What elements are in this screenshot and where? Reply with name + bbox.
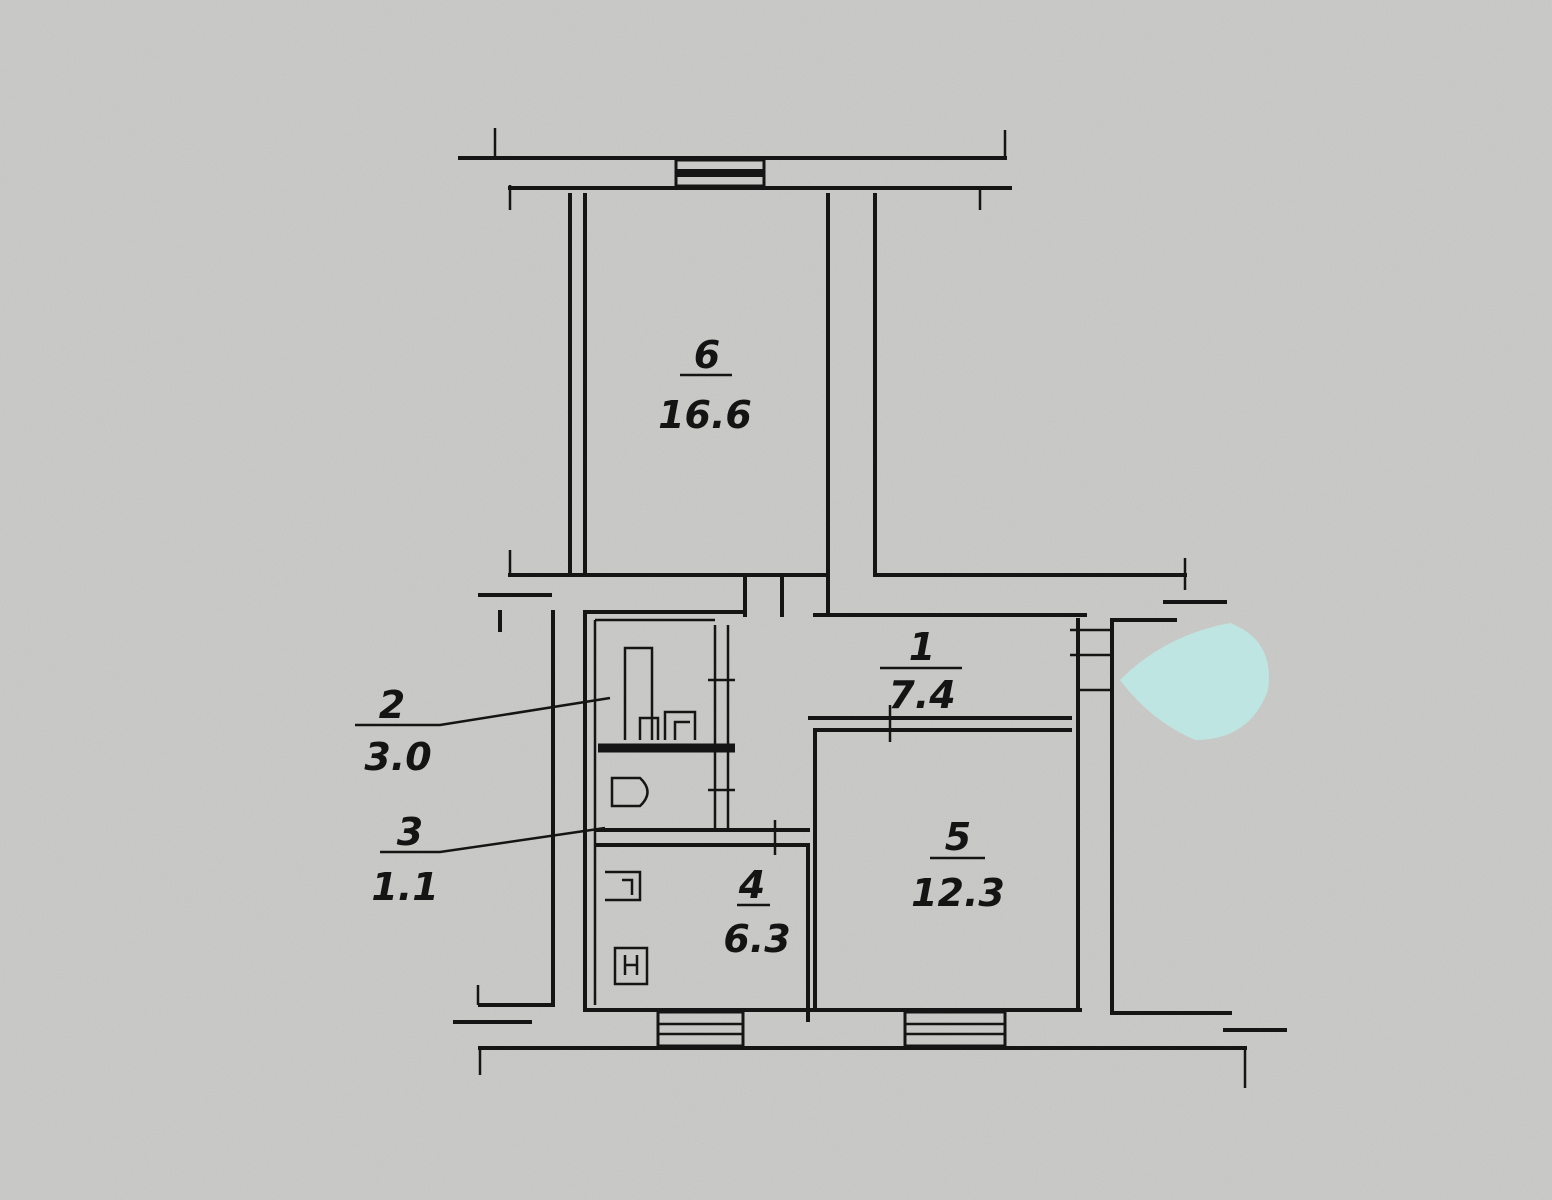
room-3-area: 1.1 <box>371 865 438 909</box>
room-1-number: 1 <box>909 625 935 669</box>
window-bottom-right <box>903 1010 1007 1048</box>
room-3-number: 3 <box>397 810 423 854</box>
room-6-area: 16.6 <box>658 393 752 437</box>
window-bottom-left <box>656 1010 745 1048</box>
leader-line-room-3 <box>380 826 606 854</box>
sink-icon <box>605 870 642 902</box>
room-1-area: 7.4 <box>888 673 955 717</box>
color-marker <box>1120 623 1269 740</box>
room-5-area: 12.3 <box>911 871 1005 915</box>
room-labels: 6 16.6 1 7.4 2 3.0 3 1.1 4 6.3 5 12.3 <box>364 333 1005 961</box>
room-6-number: 6 <box>694 333 720 377</box>
room-2-number: 2 <box>379 683 405 727</box>
room-4-number: 4 <box>738 863 765 907</box>
room-4-area: 6.3 <box>723 917 790 961</box>
room-2-area: 3.0 <box>364 735 431 779</box>
toilet-icon <box>610 776 649 808</box>
leader-line-room-2 <box>355 696 611 727</box>
room-5-number: 5 <box>945 815 971 859</box>
stove-icon <box>613 946 649 986</box>
bathtub-icon <box>623 646 697 740</box>
walls <box>355 128 1287 1088</box>
